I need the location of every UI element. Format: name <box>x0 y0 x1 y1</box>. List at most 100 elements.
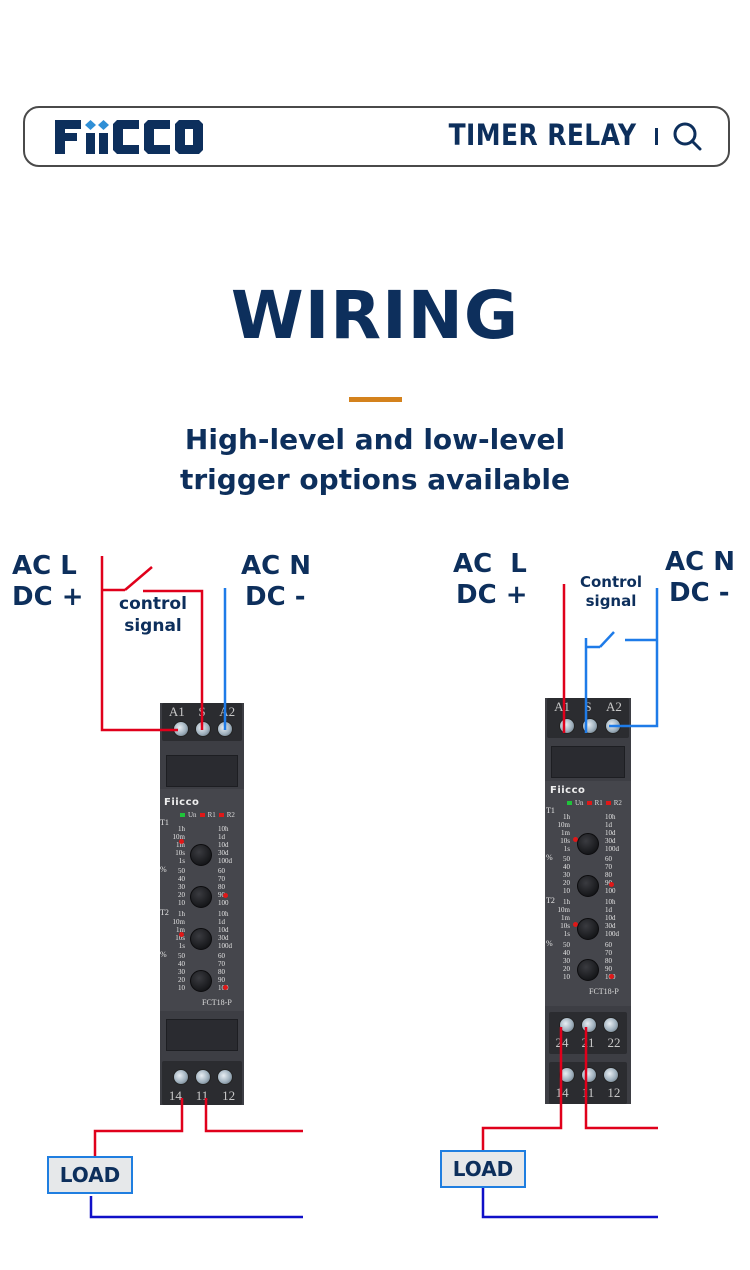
brand-logo[interactable] <box>55 116 215 158</box>
t1-range-knob[interactable] <box>190 844 212 866</box>
terminal-screw-14[interactable] <box>559 1067 575 1083</box>
wire-load-neutral <box>89 1196 303 1219</box>
scale-10m: 10m <box>557 906 570 914</box>
scale-10: 10 <box>178 984 185 992</box>
header-title: TIMER RELAY <box>448 118 636 152</box>
led-label-r2: R2 <box>613 799 622 807</box>
scale-90: 90 <box>605 879 616 887</box>
scale-60: 60 <box>605 855 612 863</box>
scale-90: 90 <box>605 965 612 973</box>
terminal-screw-a2[interactable] <box>217 721 233 737</box>
scale-30: 30 <box>178 968 185 976</box>
scale-10m: 10m <box>557 821 570 829</box>
scale-1h: 1h <box>178 910 185 918</box>
pct2-knob[interactable] <box>190 970 212 992</box>
relay-face-panel: Fiicco Un R1 R2 T1 1h 10m 1m 10s 1s 10h … <box>160 789 244 1011</box>
ac-n-label: AC N <box>241 551 312 581</box>
terminal-screw-22[interactable] <box>603 1017 619 1033</box>
timer-relay-device: A1 S A2 Fiicco Un R1 R2 T1 1h 10m 1m 10s… <box>545 698 631 1104</box>
pct1-knob[interactable] <box>577 875 599 897</box>
t2-range-knob[interactable] <box>577 918 599 940</box>
scale-40: 40 <box>563 949 570 957</box>
terminal-screw-12[interactable] <box>603 1067 619 1083</box>
control-label-line-2: signal <box>124 616 182 636</box>
t1-label: T1 <box>546 806 555 815</box>
timer-relay-device: A1 S A2 Fiicco Un R1 R2 T1 1h 10m 1m 10s <box>160 703 244 1105</box>
terminal-screw-12[interactable] <box>217 1069 233 1085</box>
t2-scale-right: 10h 1d 10d 30d 100d <box>218 910 232 950</box>
terminal-screw-a1[interactable] <box>173 721 189 737</box>
relay-brand: Fiicco <box>550 785 586 796</box>
led-label-un: Un <box>575 799 584 807</box>
scale-100d: 100d <box>218 942 232 950</box>
terminal-screw-21[interactable] <box>581 1017 597 1033</box>
load-box: LOAD <box>47 1156 133 1194</box>
scale-80: 80 <box>605 871 612 879</box>
led-r2 <box>218 813 224 817</box>
relay-brand: Fiicco <box>164 797 200 808</box>
bottom-terminal-block: 14 11 12 <box>162 1061 242 1105</box>
t2-range-knob[interactable] <box>190 928 212 950</box>
scale-10: 10 <box>563 887 570 895</box>
terminal-label-14: 14 <box>168 1088 182 1103</box>
pct1-label: % <box>160 865 167 874</box>
scale-10: 10 <box>178 899 185 907</box>
top-terminal-block: A1 S A2 <box>547 698 629 738</box>
control-switch-contact <box>124 566 153 591</box>
top-terminal-block: A1 S A2 <box>162 703 242 741</box>
scale-1s: 1s <box>178 942 185 950</box>
terminal-screw-11[interactable] <box>195 1069 211 1085</box>
led-r2 <box>605 801 611 805</box>
t1-range-knob[interactable] <box>577 833 599 855</box>
scale-30: 30 <box>563 957 570 965</box>
supply-positive-label: AC L DC + <box>12 551 84 613</box>
pct2-selected-indicator <box>223 985 228 990</box>
load-box: LOAD <box>440 1150 526 1188</box>
terminal-screw-a1[interactable] <box>559 718 575 734</box>
ac-l-label: AC L <box>453 549 527 579</box>
pct2-scale-left: 50 40 30 20 10 <box>165 952 185 992</box>
supply-negative-label: AC N DC - <box>665 547 735 609</box>
search-button[interactable] <box>670 119 704 153</box>
terminal-screw-24[interactable] <box>559 1017 575 1033</box>
scale-1d: 1d <box>218 833 225 841</box>
section-subtitle: High-level and low-level trigger options… <box>0 420 750 500</box>
t2-selected-indicator <box>573 922 578 927</box>
terminal-label-a2: A2 <box>605 699 622 714</box>
scale-1s: 1s <box>563 845 570 853</box>
scale-1m: 1m <box>176 841 185 849</box>
terminal-label-s: S <box>198 704 206 719</box>
led-r1 <box>586 801 592 805</box>
scale-40: 40 <box>178 960 185 968</box>
t1-scale-right: 10h 1d 10d 30d 100d <box>605 813 619 853</box>
t2-scale-left: 1h 10m 1m 10s 1s <box>165 910 185 950</box>
t2-label: T2 <box>546 896 555 905</box>
scale-10s: 10s <box>175 934 185 942</box>
terminal-label-11: 11 <box>195 1088 209 1103</box>
terminal-screw-a2[interactable] <box>605 718 621 734</box>
subtitle-line-2: trigger options available <box>179 463 571 496</box>
scale-100d: 100d <box>605 930 619 938</box>
dc-plus-label: DC + <box>12 582 84 612</box>
scale-80: 80 <box>218 968 225 976</box>
control-label-line-2: signal <box>585 592 637 610</box>
scale-30d: 30d <box>605 922 616 930</box>
scale-1m: 1m <box>176 926 185 934</box>
terminal-screw-11[interactable] <box>581 1067 597 1083</box>
terminal-screw-s[interactable] <box>195 721 211 737</box>
pct2-scale-left: 50 40 30 20 10 <box>550 941 570 981</box>
terminal-label-22: 22 <box>607 1035 621 1050</box>
terminal-screw-s[interactable] <box>582 718 598 734</box>
pct2-knob[interactable] <box>577 959 599 981</box>
pct2-selected-indicator <box>609 974 614 979</box>
scale-10h: 10h <box>218 910 229 918</box>
led-r1 <box>199 813 205 817</box>
scale-30: 30 <box>178 883 185 891</box>
terminal-screw-14[interactable] <box>173 1069 189 1085</box>
model-number: FCT18-P <box>589 987 619 996</box>
pct1-selected-indicator <box>223 893 228 898</box>
scale-10d: 10d <box>605 914 616 922</box>
scale-70: 70 <box>218 960 225 968</box>
pct1-knob[interactable] <box>190 886 212 908</box>
dc-minus-label: DC - <box>245 582 306 612</box>
